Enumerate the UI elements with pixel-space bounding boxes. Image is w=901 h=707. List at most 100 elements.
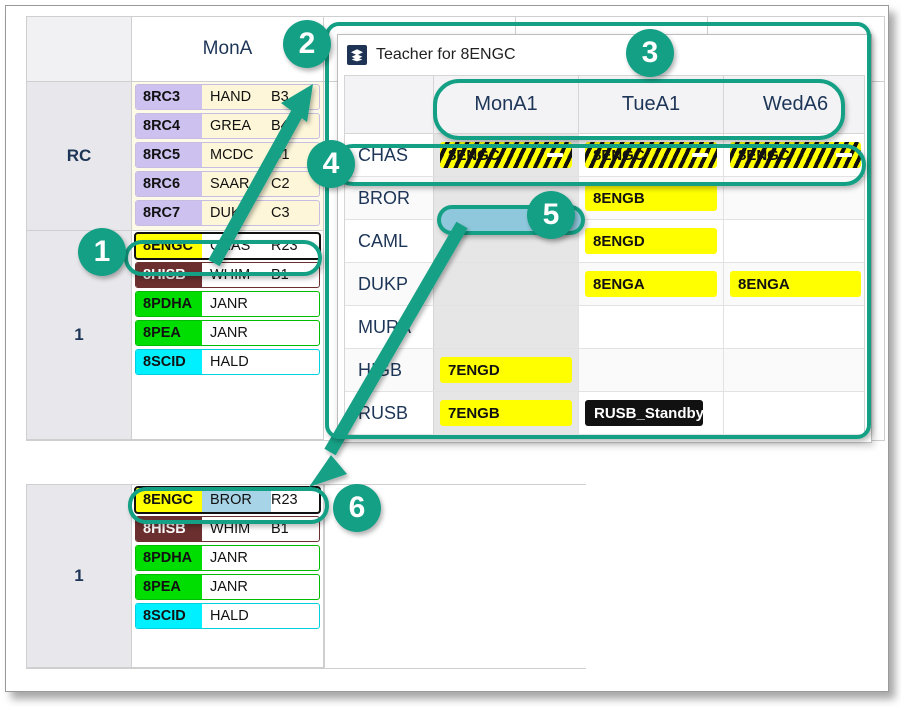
lesson-code: 8ENGA xyxy=(738,275,790,293)
table-row[interactable]: BROR 8ENGB xyxy=(345,177,864,220)
table-row[interactable]: MURA xyxy=(345,306,864,349)
teacher-row-label[interactable]: DUKP xyxy=(345,263,434,305)
lesson-assignment[interactable]: 8ENGA xyxy=(585,271,717,297)
teacher-cell-weda6[interactable] xyxy=(724,306,864,348)
teacher-cell-mona1[interactable]: 8ENGC xyxy=(434,134,579,176)
lesson-room xyxy=(271,350,319,374)
row-label-period-1[interactable]: 1 xyxy=(27,231,132,440)
lesson-room: R23 xyxy=(271,238,298,254)
teacher-cell-tuea1[interactable] xyxy=(579,306,724,348)
lesson-chip[interactable]: 8PDHA JANR xyxy=(135,291,320,317)
teacher-row-label[interactable]: HIGB xyxy=(345,349,434,391)
teacher-grid-col-tuea1[interactable]: TueA1 xyxy=(579,76,724,133)
lesson-assignment[interactable]: 7ENGD xyxy=(440,357,572,383)
result-timetable-body: 1 8ENGC BROR R23 8HISB WHIM B1 8PDHA xyxy=(26,484,586,669)
lesson-assignment-blocked[interactable]: 8ENGC xyxy=(585,142,717,168)
result-row-label-period-1[interactable]: 1 xyxy=(27,485,132,668)
dialog-title-bar: Teacher for 8ENGC xyxy=(338,35,871,75)
teacher-cell-tuea1[interactable]: 8ENGA xyxy=(579,263,724,305)
lesson-teacher: HAND xyxy=(210,89,252,105)
layers-icon xyxy=(347,45,367,65)
app-frame: MonA RC 1 8RC3 HAND B3 xyxy=(5,5,889,692)
lesson-chip[interactable]: 8SCID HALD xyxy=(135,603,320,629)
result-lesson-chip-8engc[interactable]: 8ENGC BROR R23 xyxy=(134,486,321,514)
lesson-chip[interactable]: 8RC6 SAAR C2 xyxy=(135,171,320,197)
lesson-assignment[interactable]: 8ENGA xyxy=(730,271,861,297)
teacher-cell-weda6[interactable]: 8ENGA xyxy=(724,263,864,305)
teacher-cell-tuea1[interactable] xyxy=(579,349,724,391)
lesson-chip[interactable]: 8RC5 MCDC C1 xyxy=(135,142,320,168)
teacher-cell-mona1[interactable] xyxy=(434,306,579,348)
lesson-chip[interactable]: 8PDHA JANR xyxy=(135,545,320,571)
lesson-chip[interactable]: 8PEA JANR xyxy=(135,320,320,346)
lesson-assignment[interactable]: 7ENGB xyxy=(440,400,572,426)
drag-drop-indicator[interactable] xyxy=(437,205,585,235)
teacher-row-label[interactable]: CAML xyxy=(345,220,434,262)
result-row-label-text: 1 xyxy=(74,566,84,585)
row-label-period-1-text: 1 xyxy=(74,325,84,344)
table-row[interactable]: RUSB 7ENGB RUSB_Standby xyxy=(345,392,864,435)
teacher-cell-weda6[interactable] xyxy=(724,177,864,219)
lesson-chip[interactable]: 8PEA JANR xyxy=(135,574,320,600)
teacher-cell-weda6[interactable] xyxy=(724,349,864,391)
teacher-cell-tuea1[interactable]: 8ENGD xyxy=(579,220,724,262)
lesson-code: 8ENGC xyxy=(448,146,500,164)
lesson-code: 8PEA xyxy=(136,321,202,345)
lesson-chip[interactable]: 8HISB WHIM B1 xyxy=(135,516,320,542)
lesson-teacher: BROR xyxy=(202,488,271,512)
lesson-chip[interactable]: 8RC3 HAND B3 xyxy=(135,84,320,110)
lesson-teacher: WHIM xyxy=(210,521,251,537)
teacher-name: RUSB xyxy=(358,402,409,423)
lesson-teacher: WHIM xyxy=(210,267,251,283)
lesson-teacher: HALD xyxy=(210,608,249,624)
teacher-grid-col-label: TueA1 xyxy=(621,93,681,115)
table-row[interactable]: HIGB 7ENGD xyxy=(345,349,864,392)
teacher-grid-corner xyxy=(345,76,434,133)
teacher-cell-tuea1[interactable]: 8ENGC xyxy=(579,134,724,176)
result-cell-period1[interactable]: 8ENGC BROR R23 8HISB WHIM B1 8PDHA JANR xyxy=(132,485,324,668)
standby-assignment[interactable]: RUSB_Standby xyxy=(585,400,705,426)
column-header-mona[interactable]: MonA xyxy=(132,17,324,81)
teacher-cell-tuea1[interactable]: 8ENGB xyxy=(579,177,724,219)
lesson-assignment-blocked[interactable]: 8ENGC xyxy=(730,142,861,168)
lesson-chip[interactable]: 8HISB WHIM B1 xyxy=(135,262,320,288)
lesson-room xyxy=(271,292,319,316)
lesson-code: 8RC7 xyxy=(136,201,202,225)
lesson-room: C3 xyxy=(271,205,290,221)
teacher-grid-col-mona1[interactable]: MonA1 xyxy=(434,76,579,133)
teacher-cell-mona1[interactable] xyxy=(434,263,579,305)
cell-rc-mona[interactable]: 8RC3 HAND B3 8RC4 GREA B4 8RC5 MCDC C1 xyxy=(132,82,324,231)
lesson-room: C2 xyxy=(271,176,290,192)
cell-period1-mona[interactable]: 8ENGC CHAS R23 8HISB WHIM B1 8PDHA JANR xyxy=(132,231,324,440)
teacher-name: CAML xyxy=(358,230,409,251)
lesson-room: B1 xyxy=(271,267,289,283)
lesson-assignment[interactable]: 8ENGB xyxy=(585,185,717,211)
teacher-row-label[interactable]: MURA xyxy=(345,306,434,348)
lesson-room xyxy=(271,546,319,570)
lesson-code: 8ENGC xyxy=(136,234,202,258)
row-label-rc[interactable]: RC xyxy=(27,82,132,231)
teacher-grid-col-weda6[interactable]: WedA6 xyxy=(724,76,864,133)
lesson-chip[interactable]: 8SCID HALD xyxy=(135,349,320,375)
minus-icon xyxy=(692,153,708,157)
table-row[interactable]: CHAS 8ENGC 8ENGC xyxy=(345,134,864,177)
lesson-chip[interactable]: 8RC7 DUKP C3 xyxy=(135,200,320,226)
table-row[interactable]: DUKP 8ENGA 8ENGA xyxy=(345,263,864,306)
table-row[interactable]: CAML 8ENGD xyxy=(345,220,864,263)
teacher-cell-weda6[interactable] xyxy=(724,220,864,262)
lesson-code: 7ENGB xyxy=(448,404,500,422)
teacher-row-label[interactable]: RUSB xyxy=(345,392,434,434)
lesson-code: RUSB_Standby xyxy=(594,404,705,422)
lesson-code: 8ENGC xyxy=(593,146,645,164)
lesson-assignment[interactable]: 8ENGD xyxy=(585,228,717,254)
teacher-cell-weda6[interactable] xyxy=(724,392,864,434)
lesson-assignment-blocked[interactable]: 8ENGC xyxy=(440,142,572,168)
teacher-cell-mona1[interactable]: 7ENGB xyxy=(434,392,579,434)
lesson-chip[interactable]: 8RC4 GREA B4 xyxy=(135,113,320,139)
teacher-cell-tuea1[interactable]: RUSB_Standby xyxy=(579,392,724,434)
teacher-row-label[interactable]: BROR xyxy=(345,177,434,219)
teacher-row-label[interactable]: CHAS xyxy=(345,134,434,176)
lesson-chip-8engc[interactable]: 8ENGC CHAS R23 xyxy=(134,232,321,260)
teacher-cell-mona1[interactable]: 7ENGD xyxy=(434,349,579,391)
teacher-cell-weda6[interactable]: 8ENGC xyxy=(724,134,864,176)
